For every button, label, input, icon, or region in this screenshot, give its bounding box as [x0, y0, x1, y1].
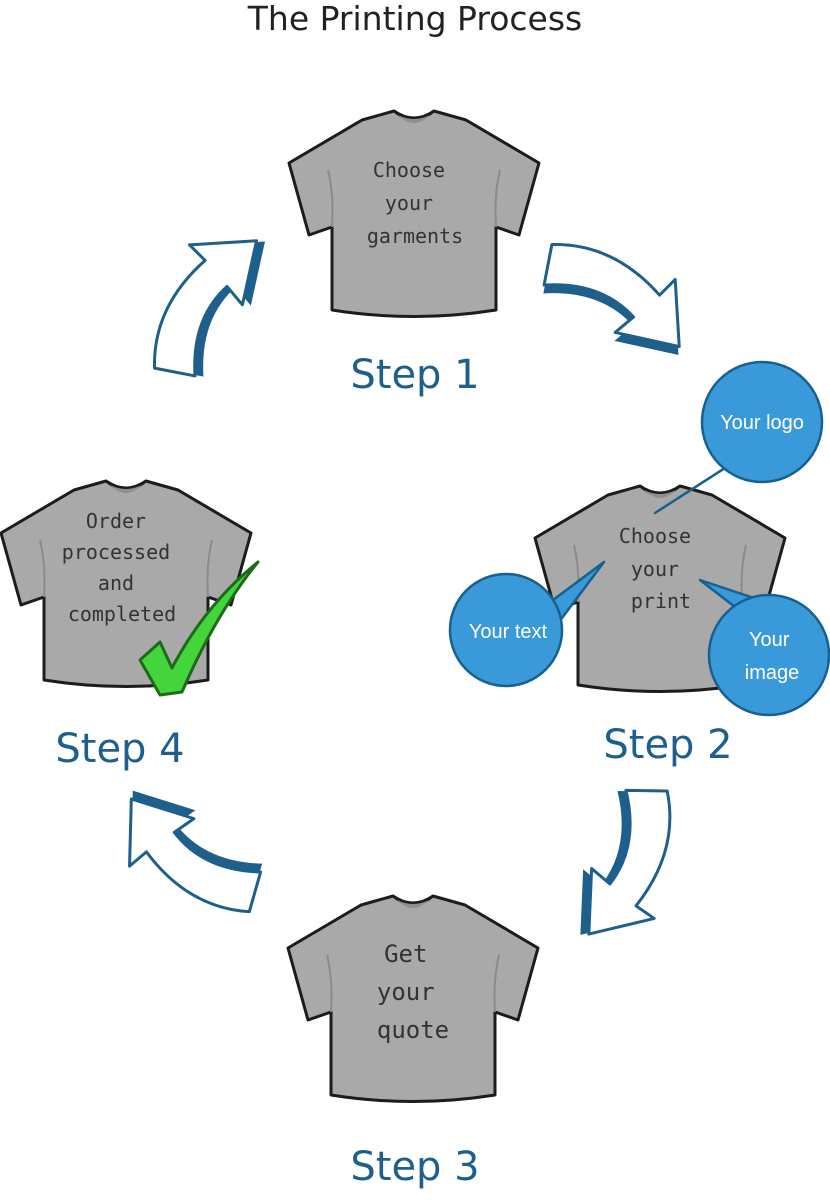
step-2-label: Step 2 — [603, 722, 732, 768]
bubble-logo-text: Your logo — [720, 412, 804, 434]
shirt-text-line: Order — [86, 509, 146, 533]
page-title: The Printing Process — [247, 0, 582, 38]
curved-arrow-icon-step4-to-step1 — [106, 204, 308, 399]
shirt-text-line: completed — [68, 602, 176, 626]
curved-arrow-icon-step2-to-step3 — [529, 765, 724, 966]
shirt-text-line: processed — [62, 540, 170, 564]
curved-arrow-icon-step3-to-step4 — [93, 752, 282, 955]
step-4-shirt-text: Order processed and completed — [62, 509, 182, 626]
curved-arrow-icon-step1-to-step2 — [521, 196, 716, 398]
bubble-text-text: Your text — [469, 621, 548, 643]
shirt-text-line: Get — [384, 940, 427, 968]
shirt-text-line: Choose — [373, 158, 445, 182]
speech-bubble-text: Your text — [448, 560, 606, 688]
step-3-shirt-text: Get your quote — [377, 940, 449, 1044]
shirt-text-line: print — [631, 589, 691, 613]
shirt-text-line: and — [98, 571, 134, 595]
bubble-text-line: Your — [749, 629, 790, 651]
step-2-shirt-text: Choose your print — [619, 524, 703, 613]
shirt-text-line: your — [631, 557, 679, 581]
step-3-label: Step 3 — [350, 1144, 479, 1190]
step-1-shirt-text: Choose your garments — [367, 158, 463, 248]
bubble-text-line: image — [745, 662, 799, 684]
speech-bubble-image: Your image — [698, 578, 830, 717]
step-2: Choose your print Your logo Your text Yo… — [448, 360, 830, 768]
shirt-text-line: Choose — [619, 524, 691, 548]
shirt-text-line: your — [377, 978, 435, 1006]
step-4: Order processed and completed Step 4 — [0, 479, 260, 772]
step-4-label: Step 4 — [55, 726, 184, 772]
step-3: Get your quote Step 3 — [286, 894, 540, 1190]
shirt-text-line: quote — [377, 1016, 449, 1044]
checkmark-icon — [138, 560, 260, 697]
shirt-text-line: garments — [367, 224, 463, 248]
bubble-image-text: Your image — [745, 629, 799, 684]
speech-bubble-logo: Your logo — [653, 360, 824, 515]
step-1-label: Step 1 — [350, 352, 479, 398]
shirt-text-line: your — [385, 191, 433, 215]
step-1: Choose your garments Step 1 — [287, 109, 541, 398]
